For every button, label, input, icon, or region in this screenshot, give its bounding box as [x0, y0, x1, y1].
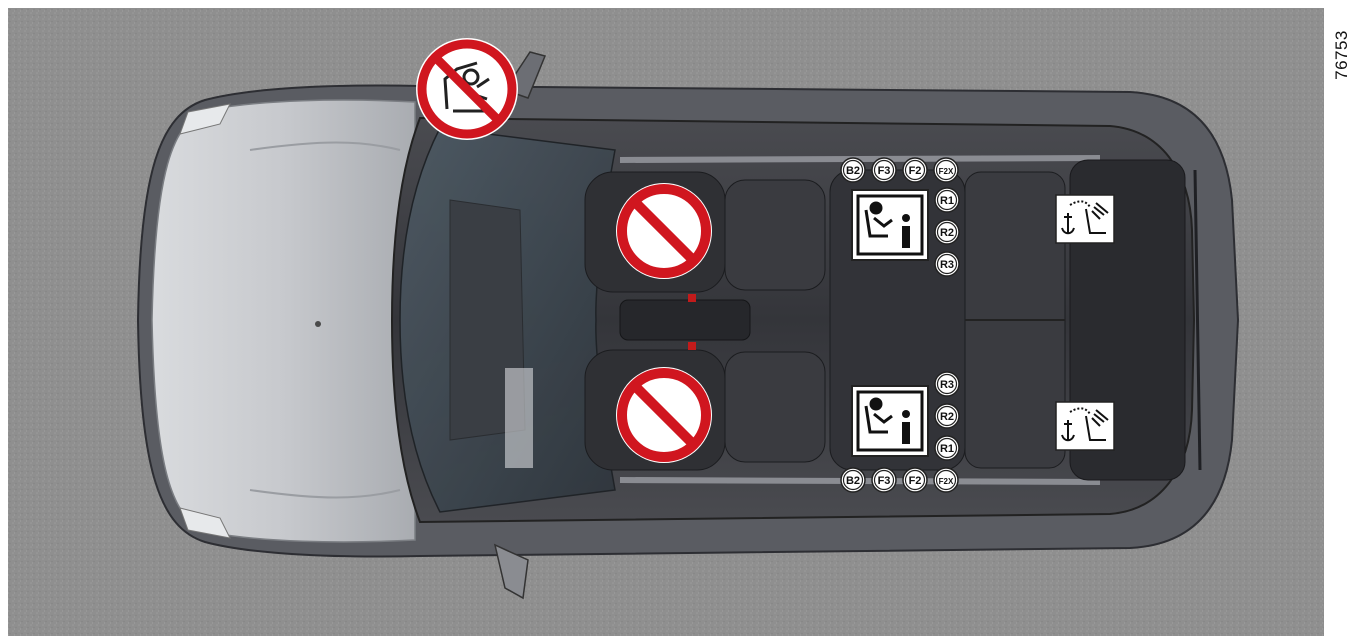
badge-label: R2 [940, 411, 954, 423]
size-badge-r2: R2 [935, 404, 959, 428]
size-badge-f2: F2 [903, 468, 927, 492]
size-badge-f3: F3 [872, 468, 896, 492]
figure-id-label: 76753 [1332, 30, 1352, 80]
badge-label: F3 [878, 475, 891, 487]
child-seat-info-icon [852, 386, 928, 456]
badge-label: R1 [940, 443, 954, 455]
badge-label: R3 [940, 259, 954, 271]
badge-label: F2 [909, 165, 922, 177]
size-badge-r2: R2 [935, 220, 959, 244]
badge-label: B2 [846, 165, 860, 177]
badge-label: F3 [878, 165, 891, 177]
size-badge-b2: B2 [841, 468, 865, 492]
badge-label: F2 [909, 475, 922, 487]
badge-label: R2 [940, 227, 954, 239]
badge-label: B2 [846, 475, 860, 487]
cabin [392, 118, 1200, 522]
no-child-seat-icon [416, 38, 518, 140]
size-badge-f2: F2 [903, 158, 927, 182]
isofix-anchor-icon [1056, 402, 1114, 450]
size-badge-r1: R1 [935, 188, 959, 212]
isofix-anchor-icon [1056, 195, 1114, 243]
size-badge-f2x: F2X [934, 468, 958, 492]
size-badge-b2: B2 [841, 158, 865, 182]
figure-reference-number: 76753 [1330, 10, 1354, 100]
prohibited-icon [616, 367, 712, 463]
size-badge-f2x: F2X [934, 158, 958, 182]
badge-label: F2X [939, 167, 954, 176]
size-badge-r3: R3 [935, 372, 959, 396]
size-badge-f3: F3 [872, 158, 896, 182]
size-badge-r1: R1 [935, 436, 959, 460]
badge-label: F2X [939, 477, 954, 486]
size-badge-r3: R3 [935, 252, 959, 276]
badge-label: R3 [940, 379, 954, 391]
prohibited-icon [616, 183, 712, 279]
badge-label: R1 [940, 195, 954, 207]
child-seat-info-icon [852, 190, 928, 260]
